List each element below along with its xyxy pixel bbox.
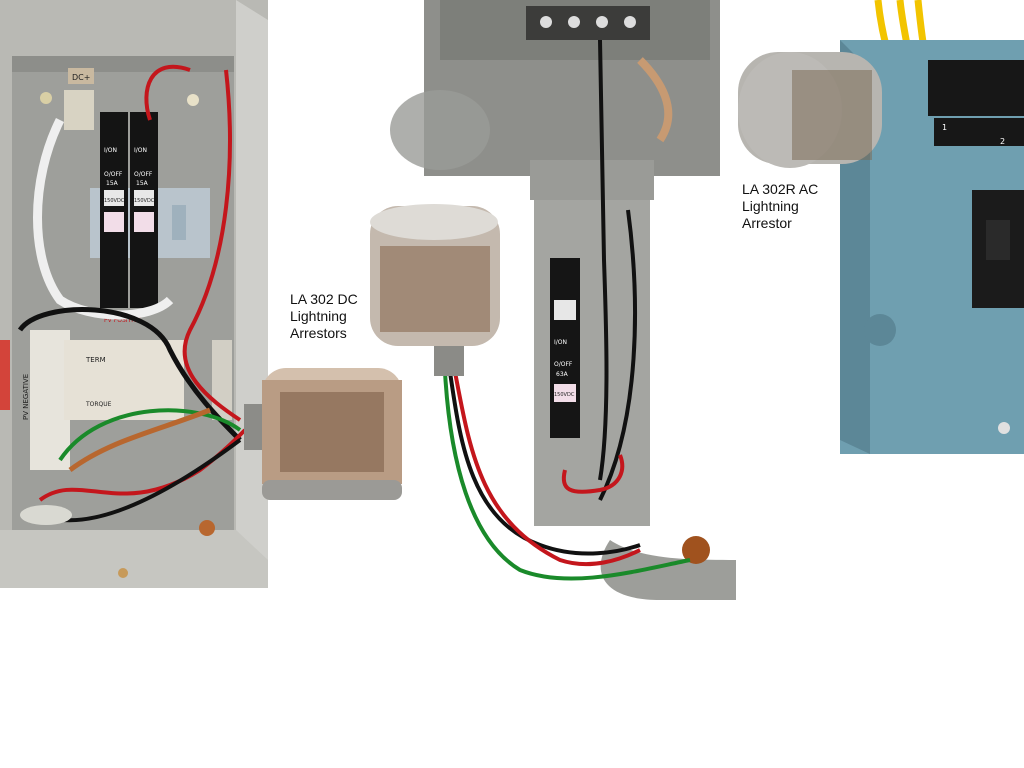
ground-lug-icon (199, 520, 215, 536)
caption-la302-dc: LA 302 DC Lightning Arrestors (290, 291, 358, 341)
breaker-middle-rating: 63A (556, 371, 569, 378)
screw-icon (998, 422, 1010, 434)
ac-slot-2: 2 (1000, 137, 1005, 146)
breaker-left-off: O/OFF (104, 171, 123, 178)
breaker-left: I/ON O/OFF 15A 150VDC (100, 112, 128, 308)
dc-plus-label: DC+ (72, 73, 90, 82)
dc-lightning-arrestor-center (370, 204, 691, 581)
knockout-icon (864, 314, 896, 346)
dc-enclosure: DC+ I/ON O/OFF 15A 150VDC I/ON O/OFF 15A… (0, 0, 268, 588)
screw-icon (187, 94, 199, 106)
breaker-middle-off: O/OFF (554, 361, 573, 368)
terminal-screw-icon (568, 16, 580, 28)
breaker-middle-on: I/ON (554, 339, 567, 346)
breaker-right-off: O/OFF (134, 171, 153, 178)
breaker-right-volts: 150VDC (134, 198, 155, 204)
screw-icon (40, 92, 52, 104)
terminal-screw-icon (596, 16, 608, 28)
ground-lug-icon (682, 536, 710, 564)
dc-lightning-arrestor-side (244, 368, 402, 500)
terminal-label: TERM (85, 356, 106, 364)
caption-la302r-ac: LA 302R AC Lightning Arrestor (742, 181, 819, 231)
breaker-left-volts: 150VDC (104, 198, 125, 204)
breaker-middle-volts: 150VDC (554, 392, 575, 398)
breaker-right-on: I/ON (134, 147, 147, 154)
terminal-screw-icon (540, 16, 552, 28)
breaker-left-on: I/ON (104, 147, 117, 154)
screw-icon (118, 568, 128, 578)
ac-load-center: 1 2 (738, 0, 1024, 454)
terminal-screw-icon (624, 16, 636, 28)
pv-negative-label: PV NEGATIVE (22, 374, 30, 420)
center-junction-box: I/ON O/OFF 63A 150VDC (390, 0, 736, 600)
breaker-right-rating: 15A (136, 180, 149, 187)
breaker-left-rating: 15A (106, 180, 119, 187)
breaker-right: I/ON O/OFF 15A 150VDC (130, 112, 158, 308)
torque-label: TORQUE (85, 401, 112, 408)
ac-slot-1: 1 (942, 123, 947, 132)
pv-positive-label: PV POSITIVE (104, 317, 141, 324)
